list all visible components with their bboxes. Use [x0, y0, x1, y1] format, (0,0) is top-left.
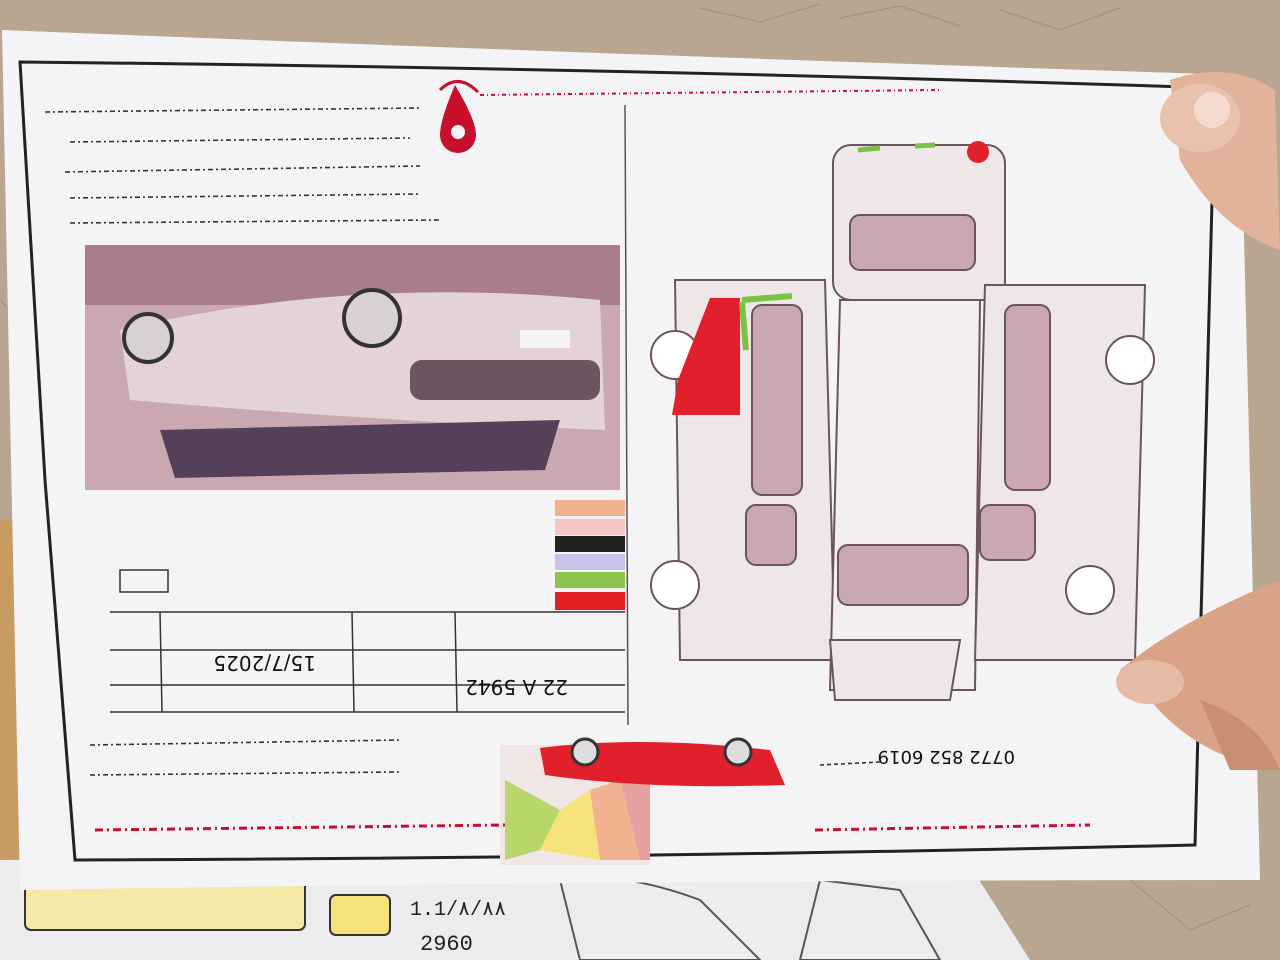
hand-top-right: [1160, 72, 1280, 250]
wheel-icon: [342, 288, 402, 348]
wheel-icon: [650, 560, 700, 610]
wheel-icon: [570, 737, 600, 767]
under-sheet-code: 1.1/٨/٨٨: [410, 899, 506, 922]
info-table: [110, 569, 625, 713]
car-body-diagram: [650, 144, 1155, 701]
damage-mark-red-dot: [967, 141, 989, 163]
middle-divider: [624, 104, 629, 726]
hand-bottom-right: [1116, 580, 1280, 770]
notes-script-lines: [44, 107, 441, 224]
wheel-icon: [122, 312, 174, 364]
legend-swatch: [555, 572, 625, 588]
wheel-icon: [1065, 565, 1115, 615]
drop-logo-icon: [438, 80, 480, 153]
legend-swatch: [555, 500, 625, 516]
damage-mark-green-stripe: [739, 293, 793, 351]
under-sheet-number: 2960: [420, 932, 473, 957]
contact-phone: 0772 852 6019: [878, 746, 1015, 767]
plate-number: 22 A 5942: [465, 675, 568, 699]
service-date: 15/7/2025: [213, 651, 316, 675]
damage-color-legend: [555, 500, 625, 610]
damage-mark-green-top: [857, 142, 936, 153]
legend-swatch: [555, 554, 625, 570]
bottom-script-lines: [89, 739, 1091, 832]
legend-swatch: [555, 592, 625, 610]
wheel-icon: [1105, 335, 1155, 385]
sheet-border: [18, 60, 1217, 862]
damage-mark-red-panel: [672, 298, 740, 415]
paint-swatch-fan: [500, 737, 785, 865]
legend-swatch: [555, 519, 625, 535]
car-photo: [85, 245, 620, 490]
wheel-icon: [723, 737, 753, 767]
legend-swatch: [555, 536, 625, 552]
